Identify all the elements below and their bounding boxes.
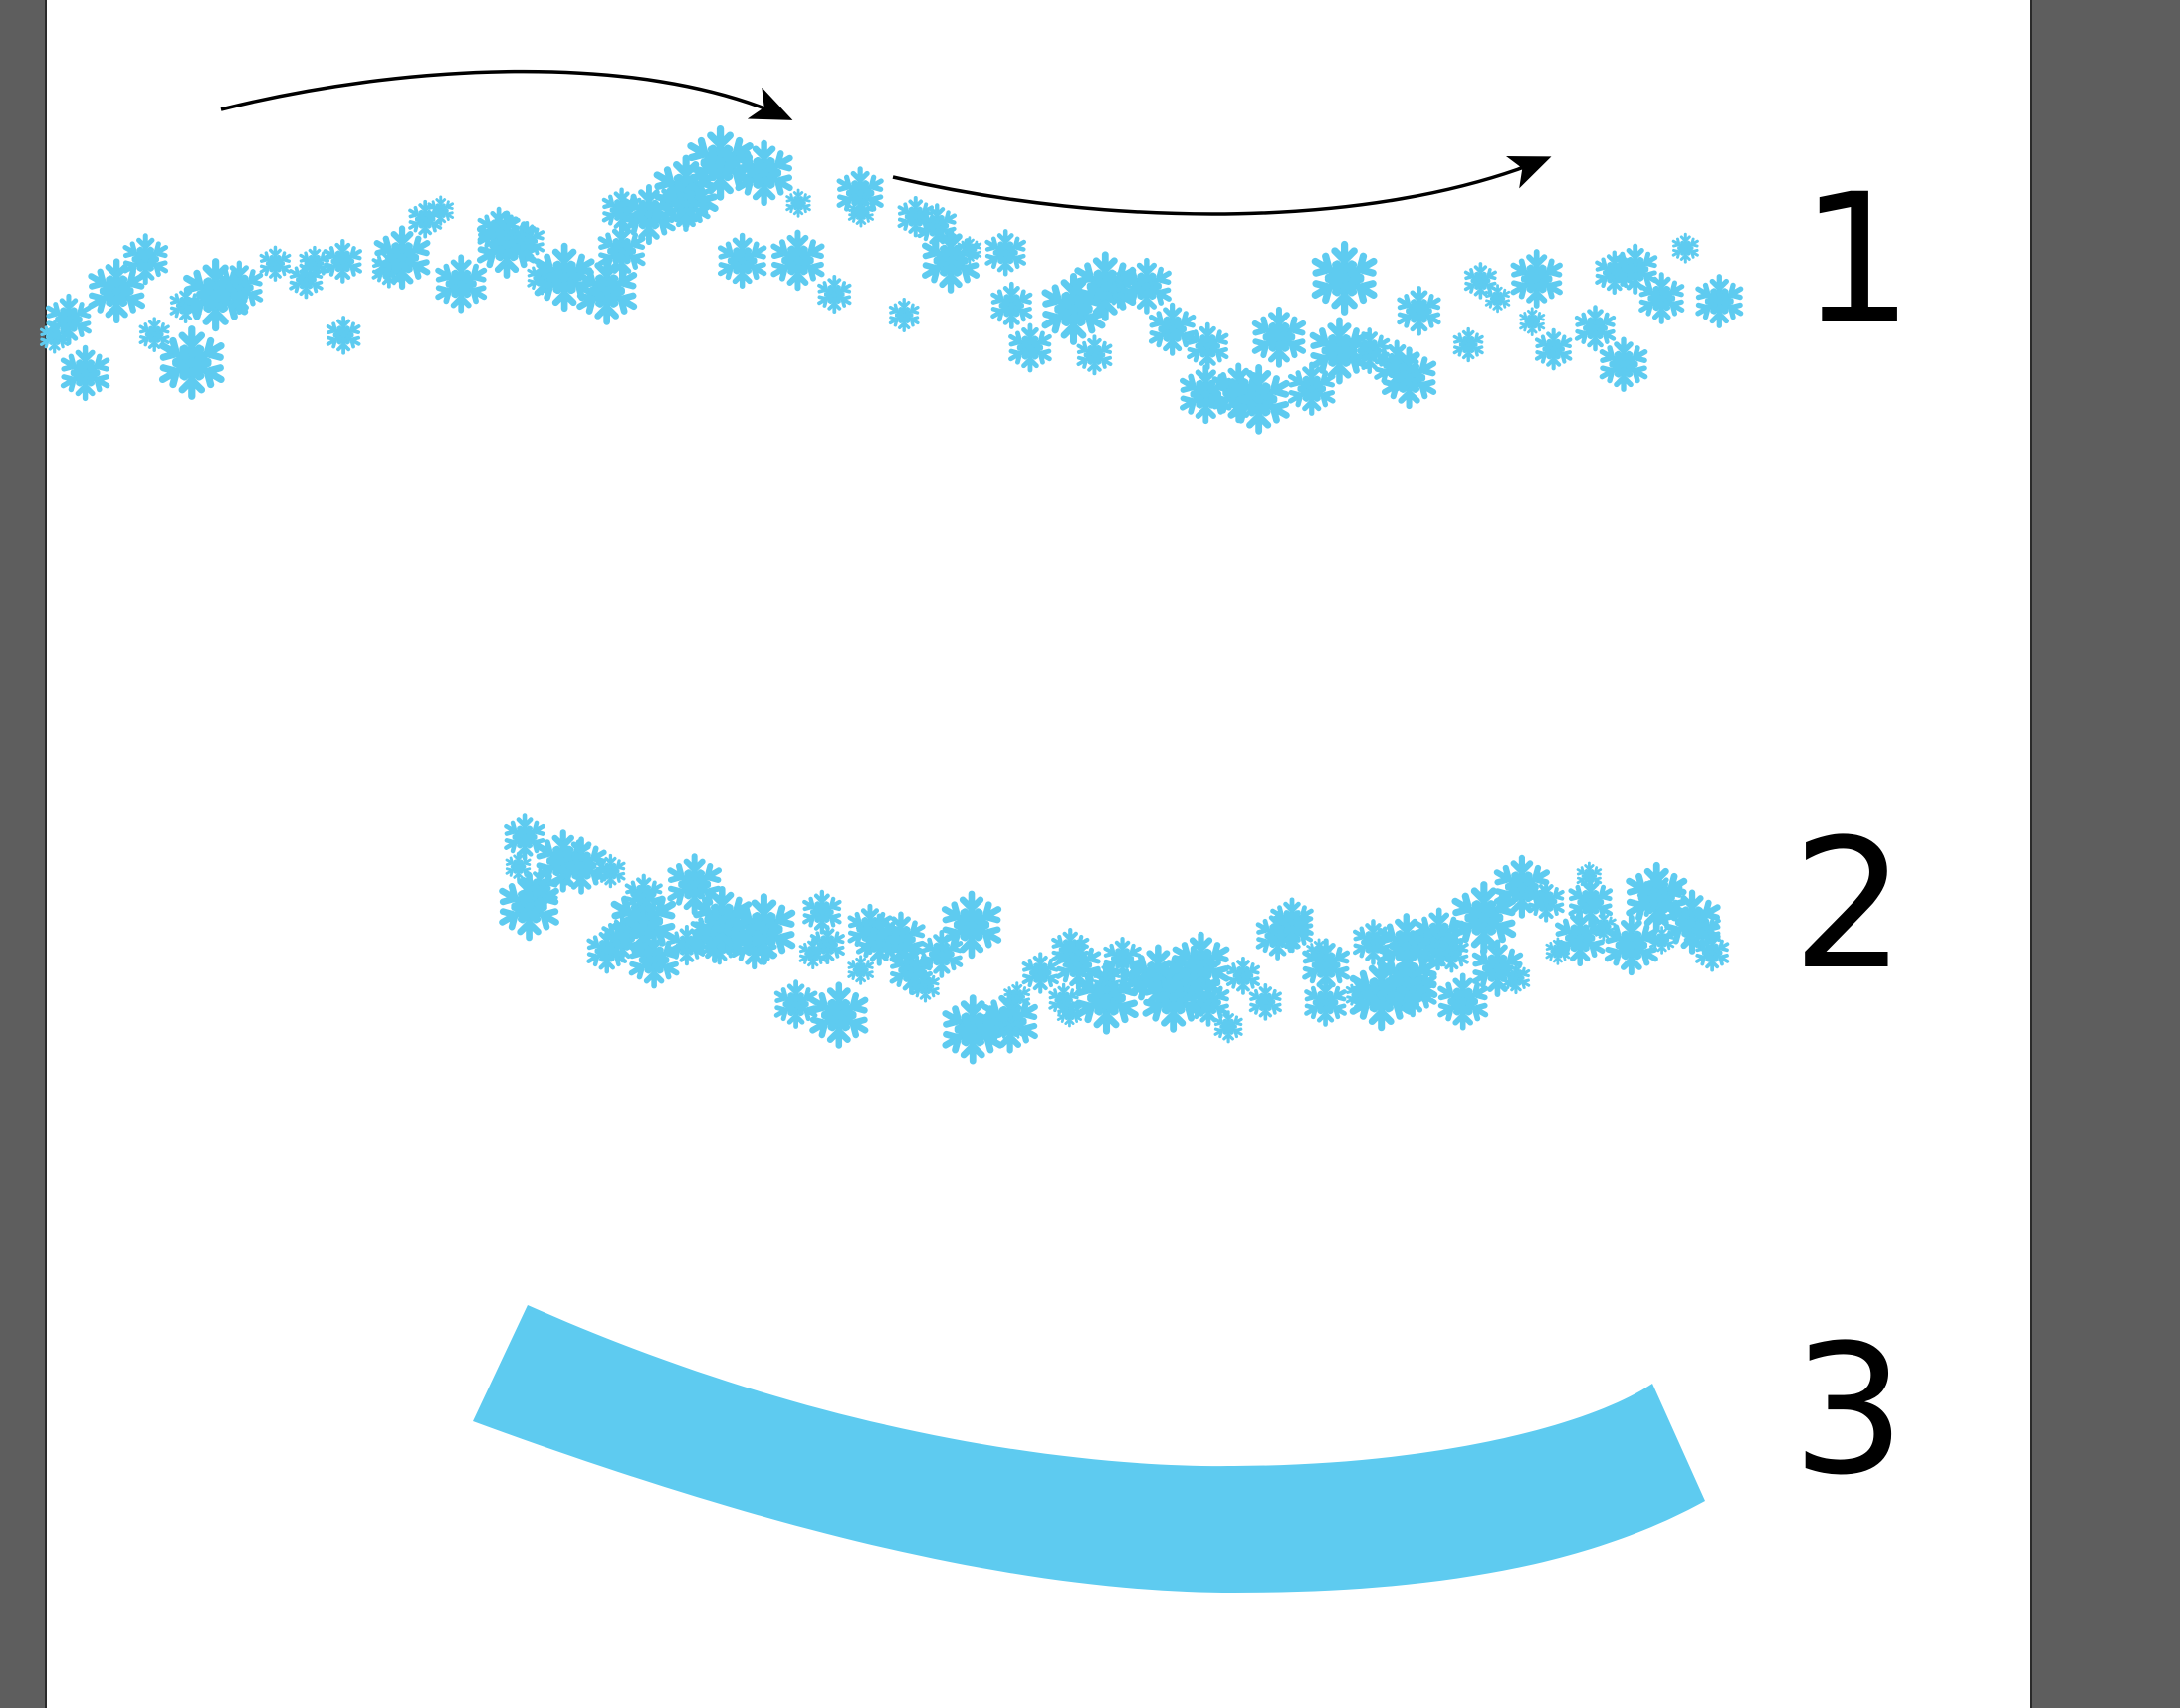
curved-arrow-right: [892, 155, 1552, 216]
snowflake-icon: [1574, 308, 1617, 350]
snowflake-icon: [801, 892, 842, 933]
snowflake-icon: [836, 169, 885, 218]
snowflake-icon: [1310, 245, 1378, 313]
snowflake-icon: [1007, 325, 1052, 370]
artboard: [45, 0, 2032, 1708]
snowflake-icon: [503, 815, 545, 858]
snowflake-icon: [984, 231, 1027, 274]
step-number-3: 3: [1792, 1307, 1906, 1515]
step-number-1: 1: [1800, 156, 1914, 364]
snowflake-icon: [1396, 289, 1441, 334]
step-number-2: 2: [1792, 801, 1906, 1009]
snowflake-icon: [1519, 309, 1546, 335]
snowflake-brush-row-1: [39, 129, 1744, 432]
snowflake-icon: [769, 233, 825, 289]
snowflake-icon: [60, 347, 110, 398]
snowflake-icon: [1509, 252, 1563, 306]
blue-brush-stroke: [473, 1305, 1705, 1593]
snowflake-icon: [817, 277, 853, 312]
snowflake-icon: [87, 262, 146, 320]
snowflake-icon: [1303, 980, 1347, 1024]
snowflake-icon: [1671, 234, 1699, 262]
snowflake-icon: [1248, 985, 1282, 1019]
snowflake-icon: [326, 318, 361, 353]
snowflake-icon: [1251, 310, 1307, 365]
snowflake-icon: [1076, 336, 1113, 373]
snowflake-icon: [1452, 329, 1484, 361]
snowflake-icon: [1534, 330, 1573, 369]
snowflake-icon: [1213, 1012, 1243, 1042]
curved-arrow-left: [220, 69, 793, 120]
snowflake-icon: [1599, 339, 1649, 389]
snowflake-icon: [1694, 277, 1744, 325]
snowflake-icon: [785, 190, 812, 216]
snowflake-icon: [1225, 959, 1260, 993]
snowflake-brush-row-2: [498, 815, 1730, 1061]
snowflake-icon: [434, 257, 488, 310]
snowflake-icon: [1148, 305, 1197, 353]
snowflake-icon: [259, 247, 292, 280]
snowflake-icon: [989, 284, 1033, 326]
snowflake-icon: [158, 329, 226, 397]
snowflake-icon: [888, 300, 920, 331]
snowflake-icon: [717, 235, 767, 286]
snowflake-icon: [1287, 364, 1336, 413]
